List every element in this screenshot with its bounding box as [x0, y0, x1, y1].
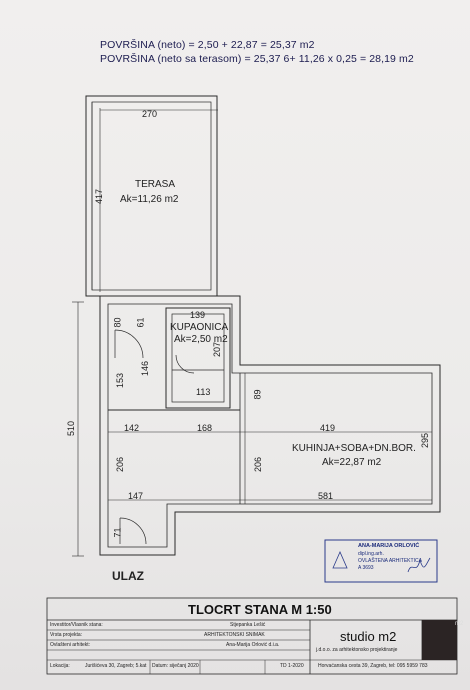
bathroom-outline — [165, 307, 231, 409]
entrance-label: ULAZ — [112, 569, 144, 583]
stamp-line: OVLAŠTENA ARHITEKTICA — [358, 558, 422, 564]
stamp-frame — [324, 539, 438, 583]
dim-206-left: 206 — [115, 456, 126, 473]
dim-terrace-width: 270 — [142, 109, 158, 119]
investor-value: Stjepanka Lešić — [230, 622, 266, 628]
dim-80: 80 — [112, 317, 123, 328]
dim-71: 71 — [112, 527, 123, 538]
dim-bath-height: 207 — [212, 341, 223, 358]
dim-147: 147 — [128, 491, 144, 501]
location-label: Lokacija: — [50, 663, 70, 669]
dim-295: 295 — [420, 432, 431, 449]
stamp-title: dipl.ing.arh. — [358, 551, 384, 557]
dim-581: 581 — [318, 491, 334, 501]
bathroom-name: KUPAONICA — [170, 322, 229, 333]
dim-bath-width: 139 — [190, 310, 206, 320]
dim-419: 419 — [320, 423, 336, 433]
studio-address: Horvaćanska cesta 39, Zagreb, tel: 095 5… — [318, 663, 428, 669]
drawing-title: TLOCRT STANA M 1:50 — [188, 602, 332, 617]
area-net-text: POVRŠINA (neto) = 2,50 + 22,87 = 25,37 m… — [100, 39, 315, 51]
terrace-area: Ak=11,26 m2 — [120, 194, 179, 205]
dim-terrace-height: 417 — [94, 188, 105, 205]
dim-153: 153 — [115, 372, 126, 389]
dim-206-mid: 206 — [253, 456, 264, 473]
dim-168: 168 — [197, 423, 213, 433]
dim-89: 89 — [252, 389, 263, 400]
living-room-name: KUHINJA+SOBA+DN.BOR. — [292, 443, 416, 454]
apartment-outline — [99, 295, 441, 556]
dim-bath-inner: 113 — [196, 387, 211, 397]
date-value: Datum: siječanj 2020 — [152, 663, 199, 669]
drawing-number: TD 1-2020 — [280, 663, 304, 669]
stamp-name: ANA-MARIJA ORLOVIĆ — [358, 543, 420, 549]
investor-label: Investitor/Vlasnik stana: — [50, 622, 103, 628]
project-value: ARHITEKTONSKI SNIMAK — [204, 632, 265, 638]
project-label: Vrsta projekta: — [50, 632, 83, 638]
area-net-terrace-text: POVRŠINA (neto sa terasom) = 25,37 6+ 11… — [100, 53, 414, 65]
architect-label: Ovlašteni arhitekt: — [50, 642, 91, 648]
stamp-number: A 3693 — [358, 565, 374, 571]
studio-subtitle: j.d.o.o. za arhitektonsko projektiranje — [316, 647, 398, 653]
corner-mark: m2 — [455, 621, 464, 627]
dim-142: 142 — [124, 423, 140, 433]
dim-total-height: 510 — [66, 420, 77, 437]
living-room-area: Ak=22,87 m2 — [322, 457, 382, 468]
dim-61: 61 — [135, 317, 146, 328]
terrace-name: TERASA — [135, 179, 176, 190]
bathroom-area: Ak=2,50 m2 — [174, 334, 228, 345]
location-value: Jurišićeva 30, Zagreb; 5.kat — [85, 663, 147, 669]
dim-146: 146 — [140, 360, 151, 377]
title-block-dark-corner — [422, 620, 457, 660]
architect-value: Ana-Marija Orlović d.i.a. — [226, 642, 280, 648]
studio-name: studio m2 — [340, 629, 397, 644]
